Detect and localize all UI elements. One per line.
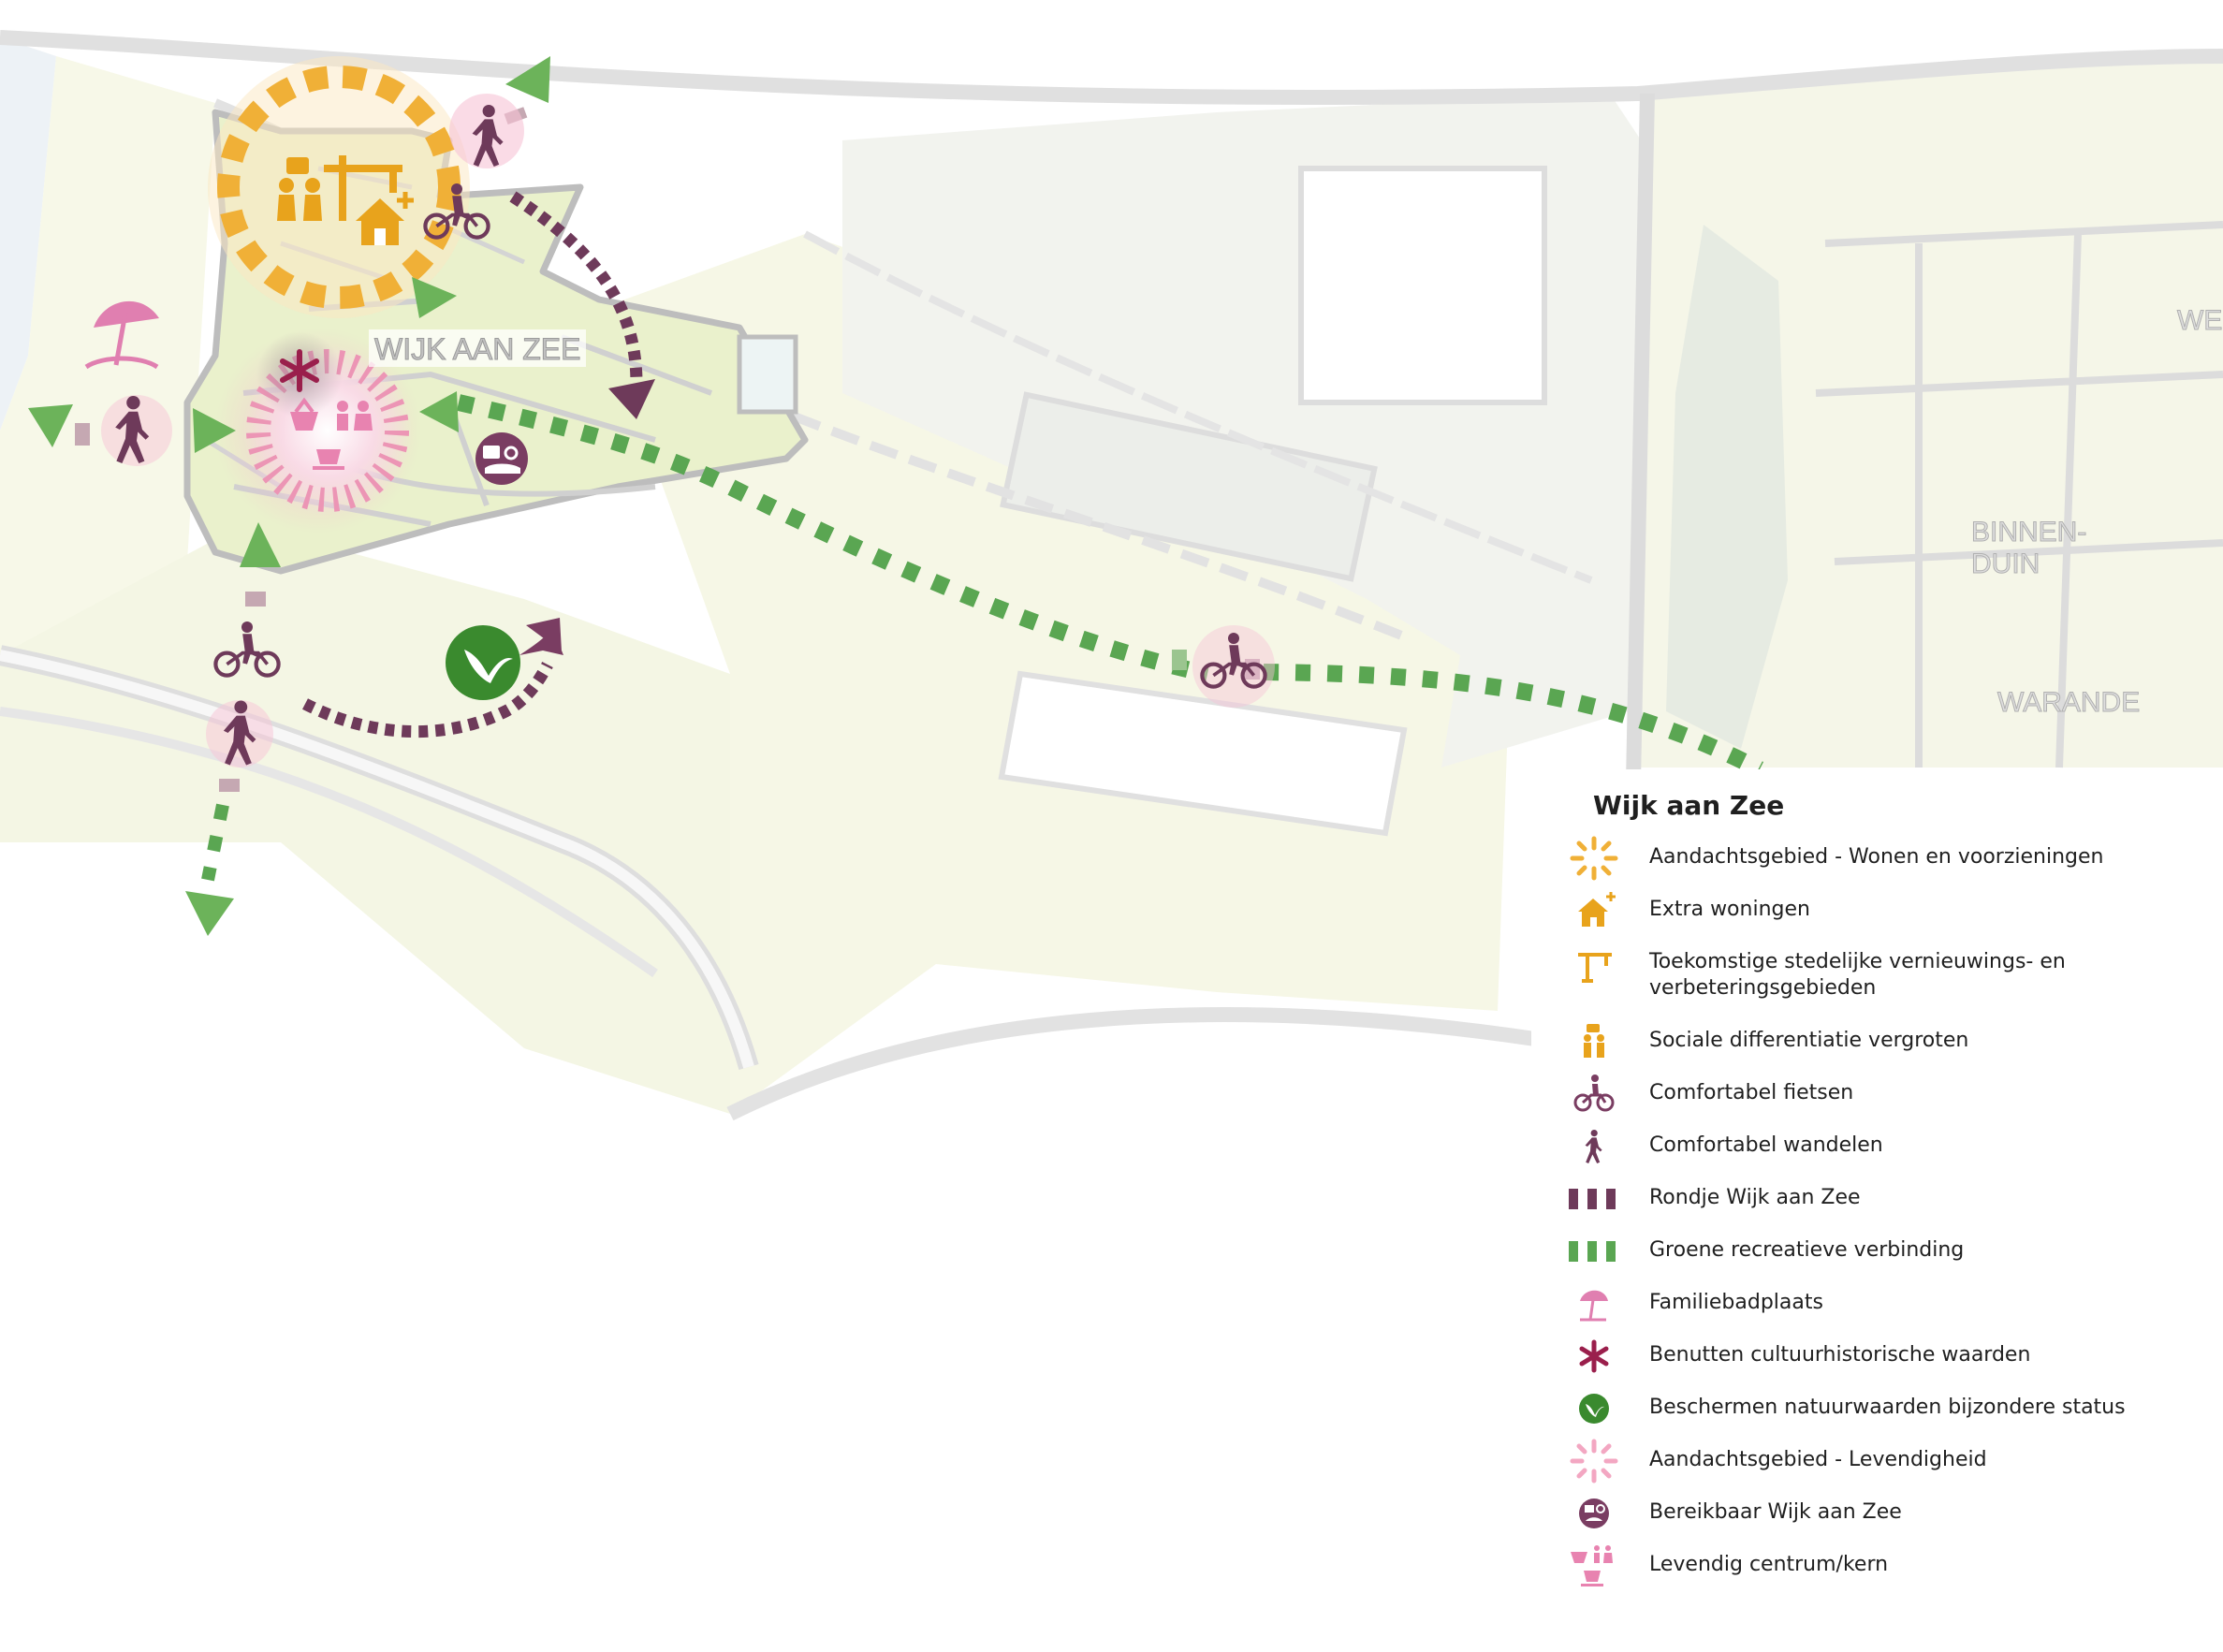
road-south-curve <box>0 707 658 978</box>
legend-label: Comfortabel wandelen <box>1649 1133 1883 1157</box>
house-plus-icon <box>356 192 414 245</box>
label-warande: WARANDE <box>1997 687 2140 718</box>
route-green-east <box>1263 664 1764 778</box>
route-purple-south <box>302 662 553 738</box>
route-rondje-wijk-aan-zee <box>302 191 655 738</box>
arrow-west <box>28 404 73 447</box>
industrial-hall-3 <box>998 670 1408 837</box>
parking-block <box>737 334 798 415</box>
base-map <box>0 30 2223 1121</box>
arrow-village-south <box>240 522 281 567</box>
legend-label: Familiebadplaats <box>1649 1291 1823 1314</box>
beach-umbrella-marker <box>84 300 159 370</box>
legend-label: Aandachtsgebied - Levendigheid <box>1649 1448 1987 1471</box>
center-icons <box>280 349 373 470</box>
housing-icons <box>277 155 414 245</box>
legend-item-attention-housing: Aandachtsgebied - Wonen en voorzieningen <box>1569 835 2215 882</box>
road-east-grid <box>1815 221 2223 768</box>
attention-area-liveliness <box>215 328 421 534</box>
crane-icon <box>1569 940 1619 987</box>
legend-label: Beschermen natuurwaarden bijzondere stat… <box>1649 1396 2126 1419</box>
people-icon <box>277 157 322 221</box>
heritage-asterisk-icon <box>280 349 319 392</box>
legend-title: Wijk aan Zee <box>1593 790 1785 821</box>
route-green-main <box>456 394 1209 682</box>
woodland-east <box>1666 225 1788 749</box>
legend-label: Rondje Wijk aan Zee <box>1649 1186 1861 1209</box>
label-we: WE <box>2177 305 2222 336</box>
transport-marker <box>475 432 528 485</box>
beach-strip <box>0 56 215 693</box>
sea-area <box>0 37 56 431</box>
legend-item-heritage: Benutten cultuurhistorische waarden <box>1569 1333 2215 1380</box>
legend-label: Groene recreatieve verbinding <box>1649 1238 1965 1262</box>
legend-label: Benutten cultuurhistorische waarden <box>1649 1343 2031 1367</box>
nature-bird-icon <box>1569 1385 1619 1432</box>
legend-item-cycling: Comfortabel fietsen <box>1569 1071 2215 1118</box>
toilet-people-icon <box>337 401 373 431</box>
walker-markers <box>101 94 524 768</box>
nature-marker <box>446 625 520 700</box>
legend-item-renewal: Toekomstige stedelijke vernieuwings- en … <box>1569 940 2215 1000</box>
legend-item-green-connection: Groene recreatieve verbinding <box>1569 1228 2215 1275</box>
route-groene-recreatieve-verbinding <box>201 394 1764 882</box>
walker-icon <box>1569 1123 1619 1170</box>
label-binnen: BINNEN- <box>1971 517 2086 548</box>
attention-pink-icon <box>1569 1438 1619 1484</box>
legend-label: Bereikbaar Wijk aan Zee <box>1649 1500 1902 1524</box>
label-wijk-aan-zee: WIJK AAN ZEE <box>374 332 580 366</box>
road-main-inner <box>0 650 754 1069</box>
label-duin: DUIN <box>1971 548 2040 579</box>
legend-label: Aandachtsgebied - Wonen en voorzieningen <box>1649 845 2104 869</box>
transport-icon <box>1569 1490 1619 1537</box>
legend-item-family-beach: Familiebadplaats <box>1569 1280 2215 1327</box>
legend-item-walking: Comfortabel wandelen <box>1569 1123 2215 1170</box>
railway <box>803 230 1593 584</box>
green-arrows <box>28 56 550 936</box>
people-icon <box>1569 1018 1619 1065</box>
legend-label: Toekomstige stedelijke vernieuwings- en … <box>1649 950 2066 1000</box>
legend-label: Sociale differentiatie vergroten <box>1649 1029 1969 1052</box>
legend-item-center: Levendig centrum/kern <box>1569 1542 2215 1589</box>
house-plus-icon <box>1569 887 1619 934</box>
bike-markers <box>215 183 1275 708</box>
road-north <box>0 30 2223 106</box>
legend-label: Levendig centrum/kern <box>1649 1553 1889 1576</box>
industrial-hall-2 <box>1000 391 1378 582</box>
arrow-south <box>185 891 234 936</box>
legend-item-accessible: Bereikbaar Wijk aan Zee <box>1569 1490 2215 1537</box>
legend-item-nature: Beschermen natuurwaarden bijzondere stat… <box>1569 1385 2215 1432</box>
legend-panel: Wijk aan Zee Aandachtsgebied - Wonen en … <box>1531 769 2223 1612</box>
legend-item-rondje: Rondje Wijk aan Zee <box>1569 1176 2215 1222</box>
route-purple-arrowhead <box>608 379 655 419</box>
center-icon <box>1569 1542 1619 1589</box>
route-green-south <box>201 803 229 882</box>
arrow-village-west <box>419 391 459 432</box>
purple-dash-icon <box>1569 1176 1619 1222</box>
legend-item-extra-housing: Extra woningen <box>1569 887 2215 934</box>
basket-icon <box>290 397 318 431</box>
legend-item-social: Sociale differentiatie vergroten <box>1569 1018 2215 1065</box>
legend-label: Comfortabel fietsen <box>1649 1081 1854 1104</box>
legend-item-attention-liveliness: Aandachtsgebied - Levendigheid <box>1569 1438 2215 1484</box>
dune-area-west <box>0 524 730 1114</box>
attention-orange-icon <box>1569 835 1619 882</box>
arrow-dune-north <box>412 277 457 318</box>
heritage-asterisk-icon <box>1569 1333 1619 1380</box>
legend-label: Extra woningen <box>1649 898 1810 921</box>
green-dash-icon <box>1569 1228 1619 1275</box>
industrial-hall-1 <box>1298 166 1547 405</box>
route-purple-north <box>509 191 643 385</box>
road-south <box>726 1007 1537 1121</box>
bicycle-icon <box>1569 1071 1619 1118</box>
place-labels: WIJK AAN ZEE BINNEN- DUIN WARANDE WE <box>369 305 2223 719</box>
crane-icon <box>324 155 402 221</box>
beach-umbrella-icon <box>1569 1280 1619 1327</box>
arrow-north <box>505 56 550 103</box>
route-purple-arrow-ne <box>519 618 563 655</box>
cup-icon <box>313 449 344 470</box>
arrow-west-in <box>193 408 236 453</box>
